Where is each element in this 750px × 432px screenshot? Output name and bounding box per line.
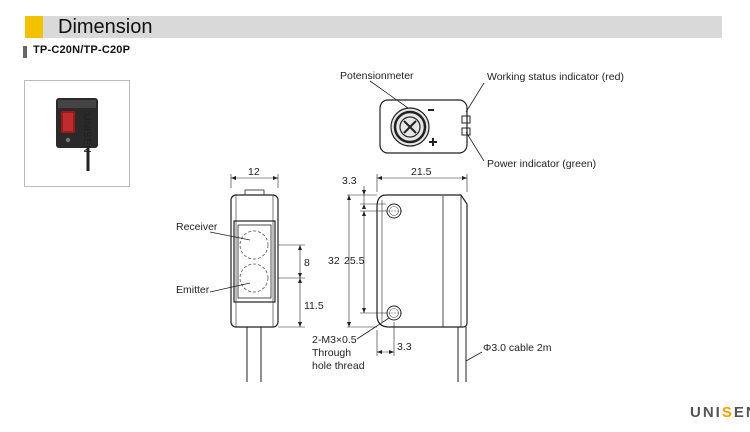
emitter-label: Emitter (176, 284, 210, 296)
hole-label-line2: Through (312, 347, 351, 359)
receiver-label: Receiver (176, 221, 218, 233)
lens-spacing-dim: 8 (304, 257, 310, 269)
hole-label-line1: 2-M3×0.5 (312, 334, 357, 346)
potentiometer-dial (390, 107, 430, 147)
hole-label-line3: hole thread (312, 360, 365, 372)
front-view: 12 8 11.5 Receiver Emitter (176, 166, 324, 382)
lower-offset-dim: 11.5 (304, 300, 324, 312)
svg-text:UNISEN: UNISEN (81, 113, 93, 153)
section-title: Dimension (58, 16, 153, 38)
section-header-bar (25, 16, 722, 38)
product-photo: UNISEN (24, 80, 130, 187)
height-dim: 32 (328, 255, 340, 267)
brand-logo: UNISEN (690, 404, 750, 421)
working-indicator-label: Working status indicator (red) (487, 71, 624, 83)
potentiometer-label: Potensionmeter (340, 70, 414, 82)
side-view: 21.5 3.3 32 25.5 3.3 2-M3×0.5 Through ho… (312, 166, 552, 382)
side-offset-dim: 3.3 (397, 341, 412, 353)
top-offset-dim: 3.3 (342, 175, 357, 187)
side-depth-dim: 21.5 (411, 166, 432, 178)
sensor-photo-image: UNISEN (56, 98, 98, 171)
brand-suffix: EN (733, 404, 750, 421)
cable-label: Φ3.0 cable 2m (483, 342, 552, 354)
model-title: TP-C20N/TP-C20P (33, 44, 131, 56)
brand-accent-letter: S (721, 404, 734, 421)
top-view: Potensionmeter Working status indicator … (340, 70, 624, 170)
section-header-accent (25, 16, 43, 38)
front-width-dim: 12 (248, 166, 260, 178)
subtitle-marker (23, 46, 27, 58)
brand-prefix: UNI (690, 404, 722, 421)
power-indicator-label: Power indicator (green) (487, 158, 596, 170)
hole-spacing-dim: 25.5 (344, 255, 365, 267)
